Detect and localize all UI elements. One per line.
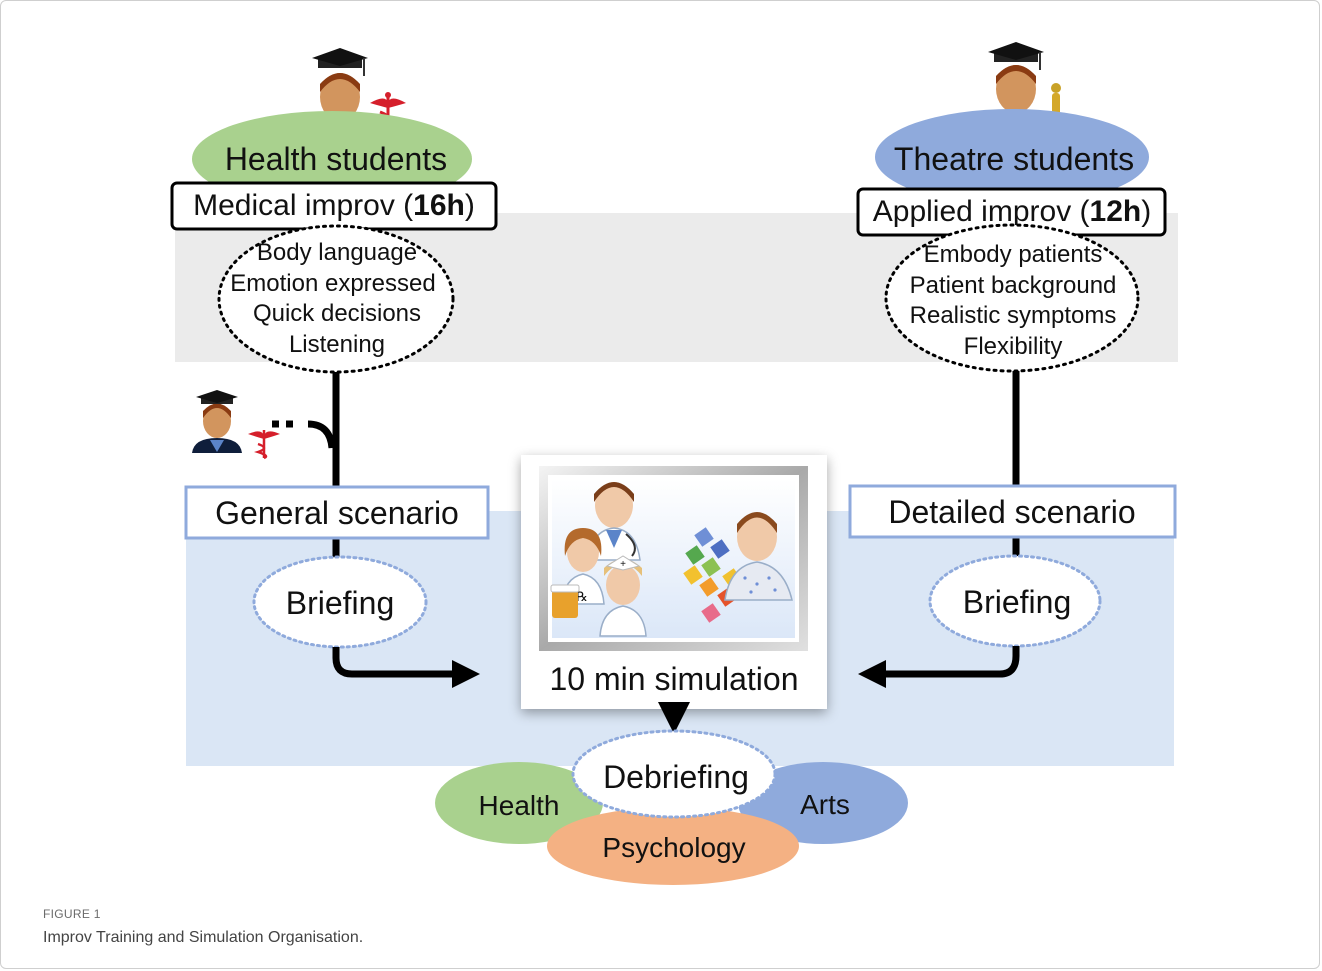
svg-text:℞: ℞ bbox=[576, 589, 588, 604]
debriefing-label: Debriefing bbox=[603, 759, 749, 795]
theatre-students-title: Theatre students bbox=[894, 141, 1134, 177]
arts-discipline-label: Arts bbox=[800, 789, 850, 820]
general-scenario-box bbox=[184, 485, 490, 540]
theatre-skill: Patient background bbox=[910, 272, 1117, 299]
medical-team-icon: ℞ + bbox=[550, 482, 647, 637]
psychology-discipline-ellipse bbox=[547, 807, 799, 885]
svg-text:+: + bbox=[620, 559, 626, 570]
health-students-title: Health students bbox=[225, 141, 447, 177]
detailed-scenario-box bbox=[848, 484, 1177, 539]
observer-connector bbox=[272, 420, 336, 449]
health-discipline-ellipse bbox=[435, 762, 603, 844]
psychology-discipline-label: Psychology bbox=[602, 832, 745, 863]
simulation-label: 10 min simulation bbox=[550, 661, 799, 697]
theatre-skill: Flexibility bbox=[964, 333, 1063, 360]
theatre-to-simulation-arrow bbox=[858, 646, 1020, 688]
health-skill: Quick decisions bbox=[253, 300, 421, 327]
arts-discipline-ellipse bbox=[738, 762, 908, 844]
theatre-students-ellipse bbox=[875, 109, 1149, 205]
health-briefing-ellipse bbox=[252, 555, 428, 649]
debriefing-ellipse bbox=[571, 729, 777, 819]
theatre-briefing-label: Briefing bbox=[963, 584, 1072, 620]
medical-improv-label: Medical improv (16h) bbox=[193, 189, 475, 222]
theatre-skill: Realistic symptoms bbox=[910, 302, 1117, 329]
health-discipline-label: Health bbox=[479, 790, 560, 821]
health-skill: Emotion expressed bbox=[230, 270, 435, 297]
general-scenario-label: General scenario bbox=[215, 495, 459, 531]
improv-diagram: Health students Medical improv (16h) Bod… bbox=[170, 42, 1178, 885]
small-health-graduate-icon bbox=[192, 390, 280, 460]
theatre-skill: Embody patients bbox=[924, 241, 1103, 268]
detailed-scenario-label: Detailed scenario bbox=[888, 494, 1135, 530]
applied-improv-label: Applied improv (12h) bbox=[873, 195, 1151, 228]
health-to-simulation-arrow bbox=[332, 647, 480, 688]
figure-caption: Improv Training and Simulation Organisat… bbox=[43, 929, 364, 946]
health-skill: Listening bbox=[289, 331, 385, 358]
health-briefing-label: Briefing bbox=[286, 585, 395, 621]
figure-label: FIGURE 1 bbox=[43, 907, 101, 921]
health-skill: Body language bbox=[257, 239, 417, 266]
patient-icon bbox=[683, 512, 793, 623]
health-skills-ellipse bbox=[217, 224, 455, 374]
theatre-skills-ellipse bbox=[884, 223, 1140, 373]
